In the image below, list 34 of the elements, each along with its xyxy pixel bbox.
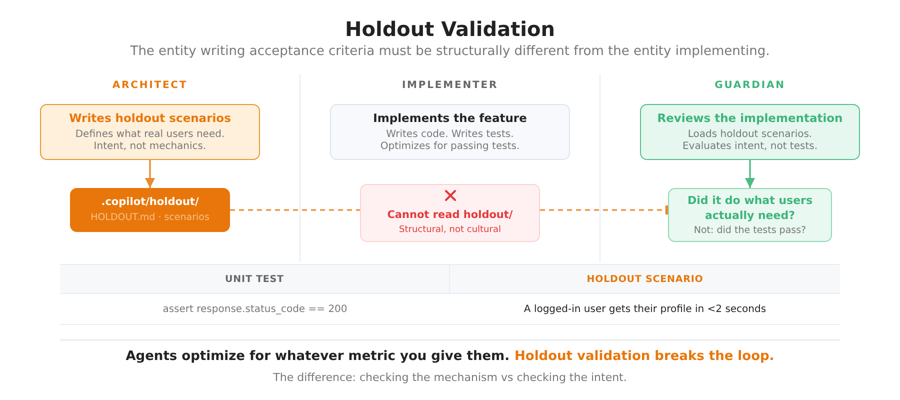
folder-path: .copilot/holdout/ bbox=[101, 195, 199, 210]
warning-note: Structural, not cultural bbox=[399, 224, 501, 236]
question-note: Not: did the tests pass? bbox=[694, 224, 806, 238]
column-header: HOLDOUT SCENARIO bbox=[450, 264, 840, 294]
box-heading: Reviews the implementation bbox=[657, 110, 843, 124]
column-heading: IMPLEMENTER bbox=[400, 79, 500, 93]
title: Holdout Validation bbox=[344, 17, 556, 41]
warning-heading: Cannot read holdout/ bbox=[387, 208, 513, 222]
code-text: assert response.status_code == 200 bbox=[60, 294, 450, 325]
arrow bbox=[145, 160, 155, 188]
dashed-connector bbox=[540, 206, 668, 214]
dashed-line bbox=[230, 209, 360, 211]
column-heading: GUARDIAN bbox=[714, 79, 786, 93]
folder-contents: HOLDOUT.md · scenarios bbox=[90, 212, 210, 225]
footnote-text: The difference: checking the mechanism vs checking the intent. bbox=[272, 370, 628, 386]
box-heading: Implements the feature bbox=[373, 110, 527, 124]
box-description: Loads holdout scenarios. Evaluates intent, not tests. bbox=[681, 128, 819, 154]
box-heading: Writes holdout scenarios bbox=[69, 110, 231, 124]
summary-highlight: Holdout validation breaks the loop. bbox=[514, 348, 774, 366]
box-description: Writes code. Writes tests. Optimizes for passing tests. bbox=[379, 128, 521, 154]
summary-text: Agents optimize for whatever metric you give them. bbox=[126, 348, 510, 366]
arrow bbox=[745, 160, 755, 188]
column-heading: ARCHITECT bbox=[111, 79, 189, 93]
folder-box bbox=[70, 188, 230, 232]
question-text: Did it do what users actually need? bbox=[686, 192, 814, 223]
subtitle: The entity writing acceptance criteria must be structurally different from the entity implementing. bbox=[129, 43, 771, 61]
scenario-text: A logged-in user gets their profile in <2 seconds bbox=[450, 294, 840, 325]
process-box bbox=[330, 104, 570, 160]
process-box bbox=[640, 104, 860, 160]
blocked-box bbox=[360, 184, 540, 242]
column-header: UNIT TEST bbox=[60, 264, 450, 294]
box-description: Defines what real users need. Intent, not mechanics. bbox=[74, 128, 226, 154]
question-box bbox=[668, 188, 832, 242]
process-box bbox=[40, 104, 260, 160]
